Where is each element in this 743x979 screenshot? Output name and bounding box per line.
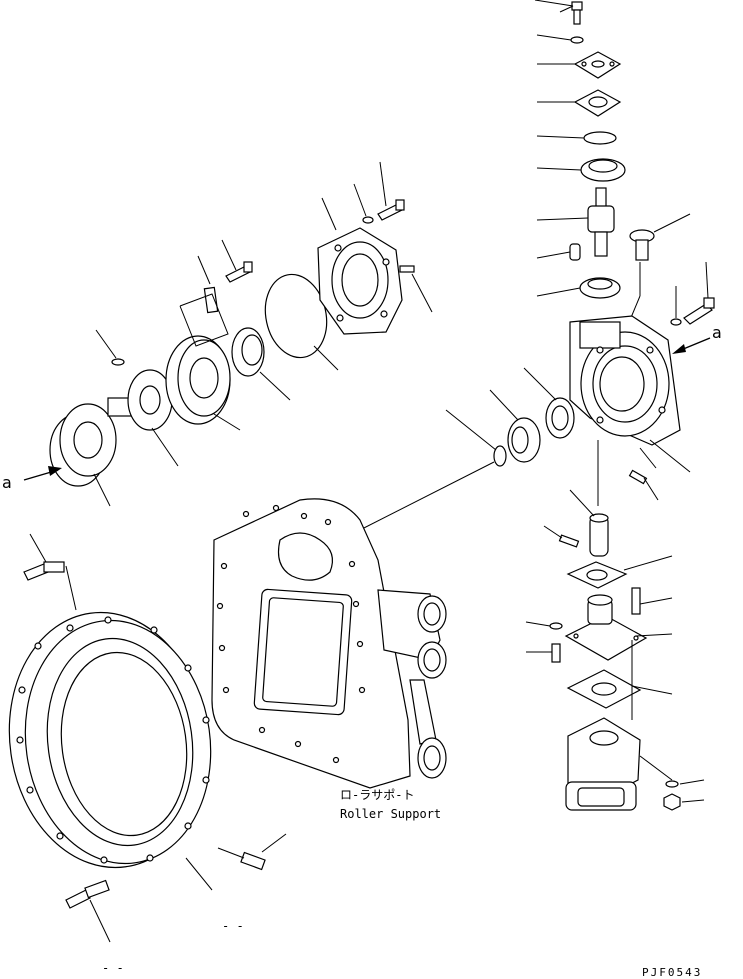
dowel-pin <box>628 447 659 501</box>
grease-nipple <box>217 833 287 871</box>
coupling-disc <box>49 403 117 507</box>
lower-gasket-1 <box>566 555 673 589</box>
top-washer <box>536 34 584 44</box>
oring-small <box>536 131 617 145</box>
right-housing <box>569 315 691 473</box>
roller-support-bosses: ロ-ラサポ-ト Roller Support <box>340 589 447 821</box>
drawing-code: PJF0543 <box>642 966 702 979</box>
lock-bolt <box>221 239 253 283</box>
small-mark-1: - - <box>222 919 244 933</box>
lower-gasket-2 <box>566 669 673 709</box>
lower-shaft-sleeve <box>569 440 609 557</box>
snap-ring <box>355 409 507 533</box>
middle-bearing-left <box>489 389 541 463</box>
lower-nut-washer <box>663 779 705 811</box>
arrow-a-right: a <box>672 323 722 354</box>
roller-support-plate <box>211 498 411 789</box>
bearing-cage <box>317 197 403 335</box>
breather-plug <box>629 213 691 321</box>
top-bolt <box>534 0 583 25</box>
top-gasket <box>537 89 622 117</box>
key <box>536 243 581 261</box>
lower-bolts <box>525 587 673 663</box>
bearing-upper <box>536 158 626 182</box>
small-mark-2: - - <box>102 961 124 975</box>
drive-gear <box>165 335 241 431</box>
middle-bearing-right <box>523 367 575 439</box>
cage-stud <box>399 265 433 313</box>
lower-bearing-housing <box>564 594 673 661</box>
arrow-a-left: a <box>2 466 62 492</box>
callout-a-left: a <box>2 473 12 492</box>
cage-bolt <box>353 161 405 224</box>
ring-gear-lower-bolt <box>65 879 111 943</box>
oring-large <box>264 273 339 371</box>
lower-case <box>565 640 673 811</box>
ring-gear <box>8 611 213 891</box>
ring-gear-bolt <box>23 533 77 611</box>
top-cover <box>537 51 622 79</box>
housing-bolts <box>670 261 715 326</box>
roller-support-en-label: Roller Support <box>340 807 441 821</box>
pinion-shaft <box>536 187 615 257</box>
flange-shaft <box>95 329 179 467</box>
callout-a-right: a <box>712 323 722 342</box>
roller-support-jp-label: ロ-ラサポ-ト <box>340 788 414 802</box>
bearing-lower <box>536 277 621 299</box>
lower-pin <box>543 525 580 548</box>
lock-plate <box>179 255 229 347</box>
bearing-left <box>231 327 291 401</box>
